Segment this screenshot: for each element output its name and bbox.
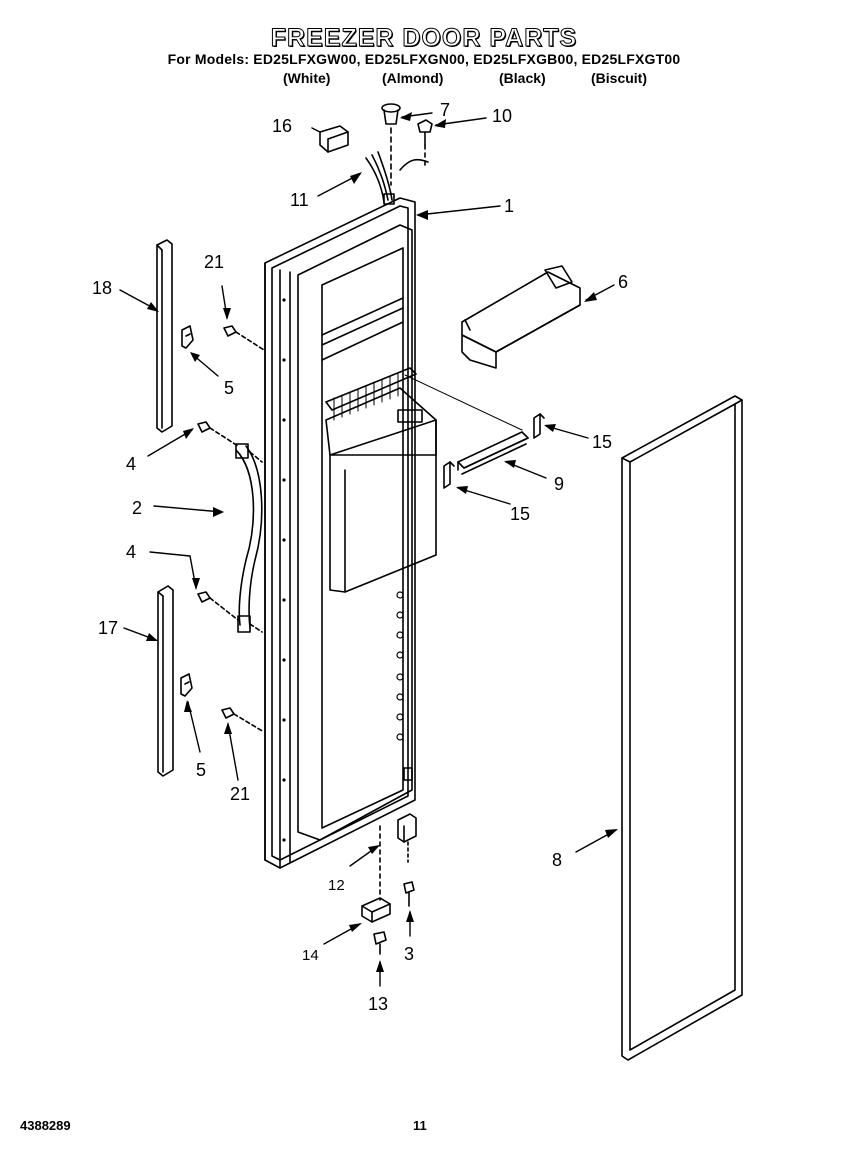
freezer-door-part xyxy=(264,197,437,869)
color-label-biscuit: (Biscuit) xyxy=(591,70,647,86)
callout-21-upper: 21 xyxy=(204,252,224,272)
trim-18-part xyxy=(156,239,173,433)
callout-16: 16 xyxy=(272,116,292,136)
callout-4-upper: 4 xyxy=(126,454,136,474)
callout-15-lower: 15 xyxy=(510,504,530,524)
callout-4-lower: 4 xyxy=(126,542,136,562)
callout-14: 14 xyxy=(302,947,319,964)
connector-16-part xyxy=(319,125,349,153)
hinge-pin-12-part xyxy=(379,813,417,901)
callout-8: 8 xyxy=(552,850,562,870)
callout-2: 2 xyxy=(132,498,142,518)
callout-1: 1 xyxy=(504,196,514,216)
callout-21-lower: 21 xyxy=(230,784,250,804)
color-label-black: (Black) xyxy=(499,70,546,86)
screw-4-lower-part xyxy=(197,591,239,621)
callout-11: 11 xyxy=(290,190,309,210)
callout-17: 17 xyxy=(98,618,118,638)
handle-clip-5-lower-part xyxy=(180,673,193,697)
callout-5-lower: 5 xyxy=(196,760,206,780)
screw-4-upper-part xyxy=(197,421,239,447)
trim-strip-part xyxy=(404,374,529,475)
door-gasket-part xyxy=(621,395,743,1061)
screw-13-part xyxy=(373,931,387,955)
screw-3-part xyxy=(403,881,415,907)
trim-17-part xyxy=(157,585,174,777)
clip-15-upper-part xyxy=(533,413,545,439)
page-title: FREEZER DOOR PARTS xyxy=(270,24,578,53)
door-handle-part xyxy=(235,443,263,633)
callout-12: 12 xyxy=(328,877,345,894)
plug-button-part xyxy=(381,103,401,186)
hinge-bracket-14-part xyxy=(361,897,391,923)
callout-3: 3 xyxy=(404,944,414,964)
screw-10-part xyxy=(417,119,433,166)
document-number: 4388289 xyxy=(20,1118,71,1133)
callout-7: 7 xyxy=(440,100,450,120)
callout-labels: 7 10 16 11 1 6 18 21 5 4 2 4 17 5 21 15 … xyxy=(92,100,628,1014)
callout-13: 13 xyxy=(368,994,388,1014)
color-label-white: (White) xyxy=(283,70,331,86)
callout-18: 18 xyxy=(92,278,112,298)
screw-21-upper-part xyxy=(223,325,265,351)
wiring-harness-part xyxy=(365,151,429,205)
callout-5-upper: 5 xyxy=(224,378,234,398)
color-label-almond: (Almond) xyxy=(382,70,444,86)
screw-21-lower-part xyxy=(221,707,265,733)
door-shelf-part xyxy=(461,265,581,369)
callout-6: 6 xyxy=(618,272,628,292)
callout-9: 9 xyxy=(554,474,564,494)
models-line: For Models: ED25LFXGW00, ED25LFXGN00, ED… xyxy=(167,51,681,67)
callout-15-upper: 15 xyxy=(592,432,612,452)
callout-10: 10 xyxy=(492,106,512,126)
page-number: 11 xyxy=(413,1118,427,1133)
clip-15-lower-part xyxy=(443,461,455,489)
handle-clip-5-upper-part xyxy=(181,325,194,349)
